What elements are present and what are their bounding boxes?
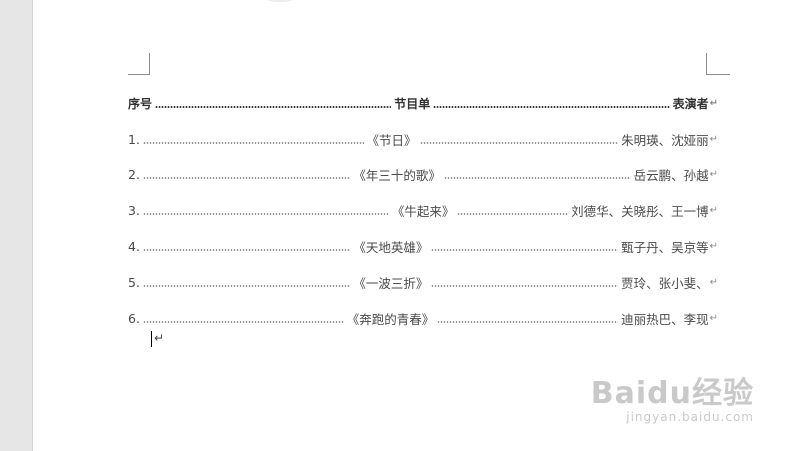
- dot-leader: [433, 106, 670, 108]
- item-number: 4.: [128, 238, 140, 254]
- baidu-jingyan-watermark: Baidu经验 jingyan.baidu.com: [590, 376, 754, 425]
- watermark-url: jingyan.baidu.com: [626, 410, 754, 424]
- item-number: 5.: [128, 274, 140, 290]
- item-number: 3.: [128, 202, 140, 218]
- item-performer: 刘德华、关晓彤、王一博: [571, 203, 709, 219]
- list-item[interactable]: 6. 《奔跑的青春》 迪丽热巴、李现 ↵: [128, 309, 718, 327]
- paragraph-mark-icon: ↵: [709, 97, 718, 109]
- item-performer: 贾玲、张小斐、: [621, 275, 709, 291]
- dot-leader: [457, 213, 569, 215]
- item-performer: 岳云鹏、孙越: [633, 167, 709, 183]
- item-program: 《一波三折》: [353, 275, 429, 291]
- item-program: 《奔跑的青春》: [346, 311, 435, 327]
- item-program: 《年三十的歌》: [353, 167, 441, 183]
- margin-corner-top-left: [128, 53, 150, 75]
- left-margin-strip: [0, 0, 33, 451]
- paragraph-mark-icon: ↵: [154, 331, 165, 345]
- list-item[interactable]: 2. 《年三十的歌》 岳云鹏、孙越 ↵: [128, 165, 718, 183]
- item-performer: 朱明瑛、沈娅丽: [621, 132, 709, 148]
- dot-leader: [437, 321, 619, 323]
- item-number: 6.: [128, 310, 140, 326]
- table-header-row: 序号 节目单 表演者 ↵: [128, 94, 718, 112]
- paragraph-mark-icon: ↵: [709, 276, 718, 288]
- paragraph-mark-icon: ↵: [709, 168, 718, 180]
- item-performer: 甄子丹、吴京等: [621, 239, 709, 255]
- list-item[interactable]: 1. 《节日》 朱明瑛、沈娅丽 ↵: [128, 130, 718, 148]
- item-program: 《节日》: [366, 132, 417, 148]
- watermark-brand: Baidu经验: [590, 376, 754, 411]
- document-page[interactable]: [34, 0, 796, 451]
- dot-leader: [142, 177, 351, 179]
- header-index-label: 序号: [128, 96, 153, 111]
- dot-leader: [443, 177, 631, 179]
- item-number: 2.: [128, 166, 140, 182]
- header-program-label: 节目单: [394, 96, 431, 111]
- item-number: 1.: [128, 131, 140, 147]
- dot-leader: [431, 285, 619, 287]
- item-program: 《牛起来》: [391, 203, 455, 219]
- header-performer-label: 表演者: [672, 96, 709, 111]
- margin-corner-top-right: [706, 53, 730, 75]
- paragraph-mark-icon: ↵: [709, 133, 718, 145]
- dot-leader: [142, 285, 351, 287]
- paragraph-mark-icon: ↵: [709, 240, 718, 252]
- list-item[interactable]: 3. 《牛起来》 刘德华、关晓彤、王一博 ↵: [128, 201, 718, 219]
- list-item[interactable]: 5. 《一波三折》 贾玲、张小斐、 ↵: [128, 273, 718, 291]
- dot-leader: [155, 106, 392, 108]
- dot-leader: [142, 142, 364, 144]
- item-program: 《天地英雄》: [353, 239, 429, 255]
- text-cursor: [151, 331, 152, 347]
- dot-leader: [142, 213, 389, 215]
- dot-leader: [431, 249, 619, 251]
- top-ruler-hint: [265, 0, 295, 2]
- dot-leader: [419, 142, 619, 144]
- paragraph-mark-icon: ↵: [709, 204, 718, 216]
- dot-leader: [142, 249, 351, 251]
- dot-leader: [142, 321, 344, 323]
- item-performer: 迪丽热巴、李现: [621, 311, 709, 327]
- paragraph-mark-icon: ↵: [709, 312, 718, 324]
- list-item[interactable]: 4. 《天地英雄》 甄子丹、吴京等 ↵: [128, 237, 718, 255]
